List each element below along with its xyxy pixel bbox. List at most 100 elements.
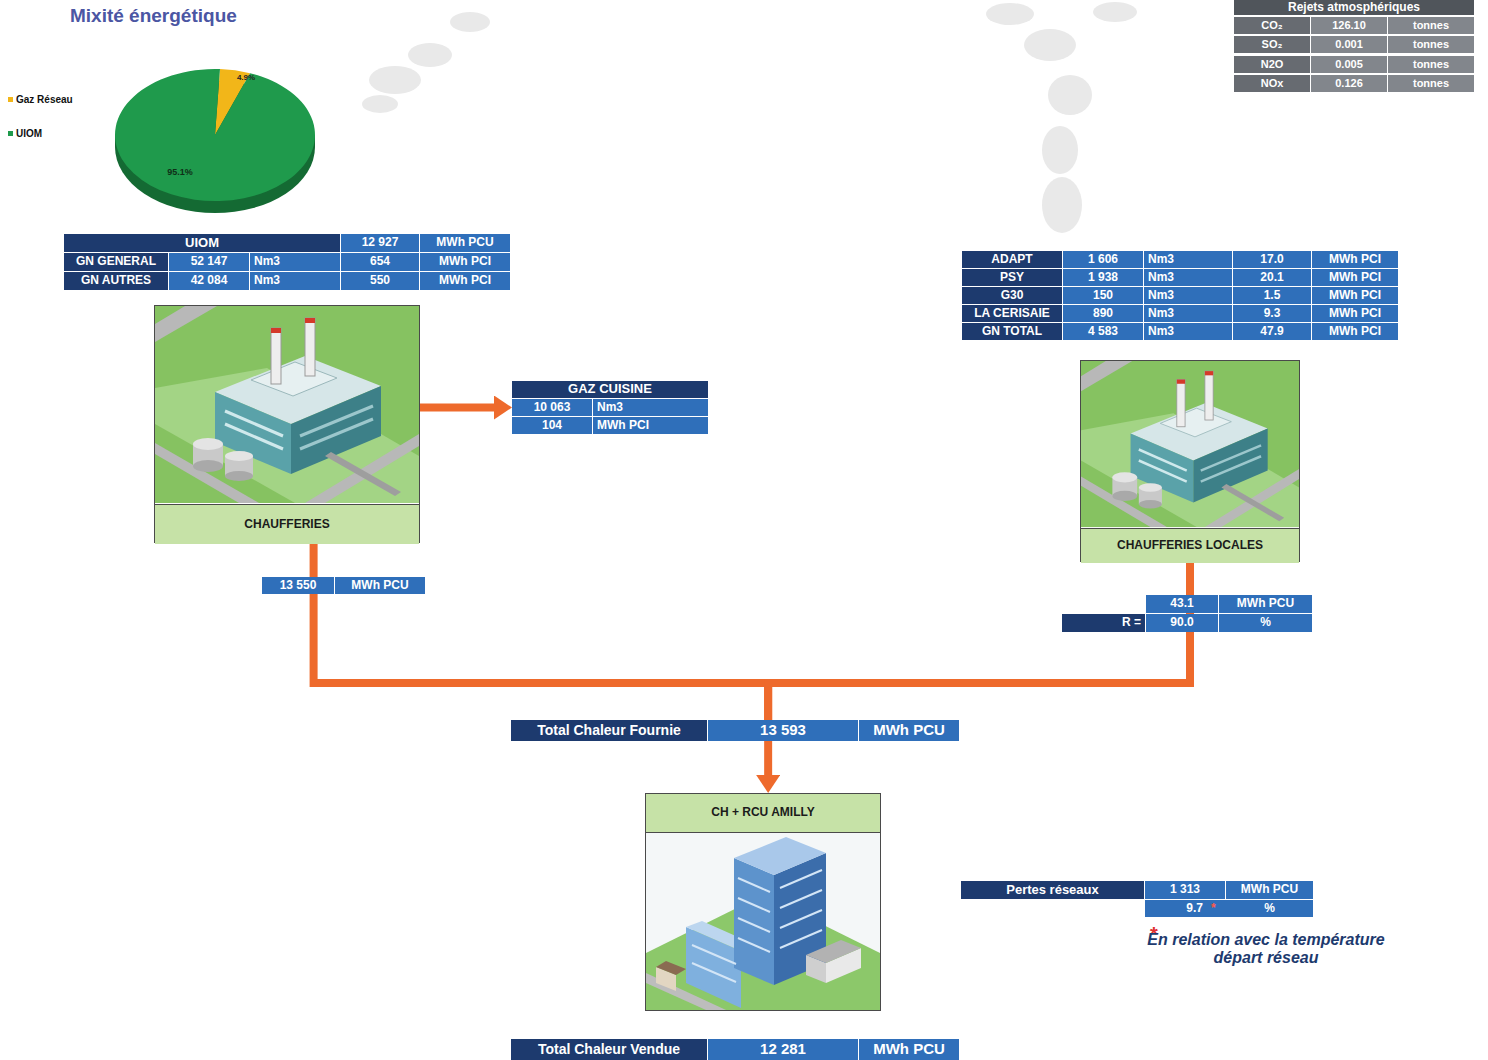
- table-value: 9.3: [1233, 305, 1311, 322]
- smoke-clouds: [1024, 29, 1076, 61]
- table-unit: Nm3: [593, 399, 708, 416]
- hospital-picture: [806, 940, 861, 963]
- table-unit: Nm3: [1144, 251, 1232, 268]
- row-name: GN AUTRES: [64, 272, 168, 290]
- table-value: 1 606: [1063, 251, 1143, 268]
- table-unit: MWh PCU: [420, 234, 510, 252]
- legend-swatch: [8, 97, 13, 102]
- total-name: Total Chaleur Vendue: [511, 1039, 707, 1060]
- smoke-clouds: [408, 43, 452, 67]
- table-header: Rejets atmosphériques: [1234, 0, 1474, 15]
- table-unit: tonnes: [1388, 56, 1474, 73]
- hospital-picture: [780, 870, 822, 888]
- pie-percent: 95.1%: [158, 166, 202, 179]
- total-box: Total Chaleur Fournie13 593MWh PCU: [511, 720, 959, 741]
- table-value: 20.1: [1233, 269, 1311, 286]
- table-unit: tonnes: [1388, 75, 1474, 92]
- hospital-picture: [774, 853, 826, 985]
- heat-flow-pipe: [314, 543, 769, 720]
- row-name: Pertes réseaux: [961, 881, 1144, 899]
- pie-chart: [115, 69, 315, 213]
- table-unit: Nm3: [1144, 287, 1232, 304]
- smoke-clouds: [450, 12, 490, 32]
- hospital-picture: [738, 878, 770, 892]
- footnote-mark: *: [1207, 900, 1226, 917]
- table-value: 42 084: [169, 272, 249, 290]
- table-unit: %: [1226, 900, 1313, 917]
- smoke-clouds: [1093, 2, 1137, 22]
- table-unit: MWh PCI: [420, 272, 510, 290]
- row-name: PSY: [962, 269, 1062, 286]
- row-name: ADAPT: [962, 251, 1062, 268]
- hospital-picture: [780, 890, 822, 908]
- hospital-picture: [692, 963, 736, 982]
- table-value: 12 927: [341, 234, 419, 252]
- table-value: 9.7: [1145, 900, 1207, 917]
- table-header: UIOM: [64, 234, 340, 252]
- total-value: 12 281: [708, 1039, 858, 1060]
- pie-slice: [115, 69, 315, 201]
- smoke-clouds: [1042, 126, 1078, 174]
- table-value: 10 063: [512, 399, 592, 416]
- row-name: GN TOTAL: [962, 323, 1062, 340]
- smoke-clouds: [986, 3, 1034, 25]
- row-name: LA CERISAIE: [962, 305, 1062, 322]
- hospital-picture: [738, 938, 770, 952]
- smoke-clouds: [1042, 177, 1082, 233]
- table-value: 4 583: [1063, 323, 1143, 340]
- total-value: 13 593: [708, 720, 858, 741]
- smoke-clouds: [362, 2, 1137, 233]
- total-box: Total Chaleur Vendue12 281MWh PCU: [511, 1039, 959, 1060]
- local-boiler-picture: [1081, 361, 1299, 527]
- row-name: R =: [1062, 614, 1145, 632]
- pollutant-name: N2O: [1234, 56, 1310, 73]
- smoke-clouds: [369, 66, 421, 94]
- hospital-picture: [780, 910, 822, 928]
- table-unit: MWh PCI: [593, 417, 708, 434]
- table-value: 47.9: [1233, 323, 1311, 340]
- boiler-plant-picture: [155, 306, 419, 503]
- pollutant-name: NOx: [1234, 75, 1310, 92]
- smoke-clouds: [362, 95, 398, 113]
- table-value: 0.005: [1311, 56, 1387, 73]
- table-unit: Nm3: [1144, 323, 1232, 340]
- legend-swatch: [8, 131, 13, 136]
- hospital-picture: [738, 918, 770, 932]
- row-name: GN GENERAL: [64, 253, 168, 271]
- table-value: 1 938: [1063, 269, 1143, 286]
- table-unit: Nm3: [250, 272, 340, 290]
- table-value: 1.5: [1233, 287, 1311, 304]
- chart-title: Mixité énergétique: [68, 3, 239, 29]
- boiler-plant-picture: [155, 306, 419, 503]
- legend-text: Gaz Réseau: [16, 94, 73, 105]
- table-unit: MWh PCI: [1312, 305, 1398, 322]
- flow-unit: MWh PCU: [335, 577, 425, 594]
- heat-flow-pipe: [768, 562, 1190, 720]
- hospital-picture: [734, 858, 774, 985]
- table-unit: tonnes: [1388, 36, 1474, 53]
- hospital-picture: [646, 833, 880, 1010]
- table-value: 1 313: [1145, 881, 1225, 899]
- table-value: 550: [341, 272, 419, 290]
- box-header: GAZ CUISINE: [512, 381, 708, 398]
- pie-percent: 4.9%: [228, 72, 264, 84]
- table-value: 0.001: [1311, 36, 1387, 53]
- hospital-picture: [780, 930, 822, 948]
- box-label: CHAUFFERIES LOCALES: [1081, 528, 1299, 563]
- table-value: 104: [512, 417, 592, 434]
- table-unit: MWh PCI: [1312, 251, 1398, 268]
- footnote-text: En relation avec la température départ r…: [1140, 924, 1392, 974]
- hospital-picture: [692, 945, 736, 964]
- heat-flow-pipe: [420, 404, 494, 412]
- plant-box: CHAUFFERIES LOCALES: [1080, 360, 1300, 562]
- pie-chart: [115, 69, 315, 201]
- row-name: G30: [962, 287, 1062, 304]
- consumer-box: CH + RCU AMILLY: [645, 793, 881, 1011]
- total-unit: MWh PCU: [859, 720, 959, 741]
- hospital-picture: [738, 898, 770, 912]
- table-unit: MWh PCI: [420, 253, 510, 271]
- table-value: 0.126: [1311, 75, 1387, 92]
- table-value: 52 147: [169, 253, 249, 271]
- local-boiler-picture: [1081, 361, 1299, 527]
